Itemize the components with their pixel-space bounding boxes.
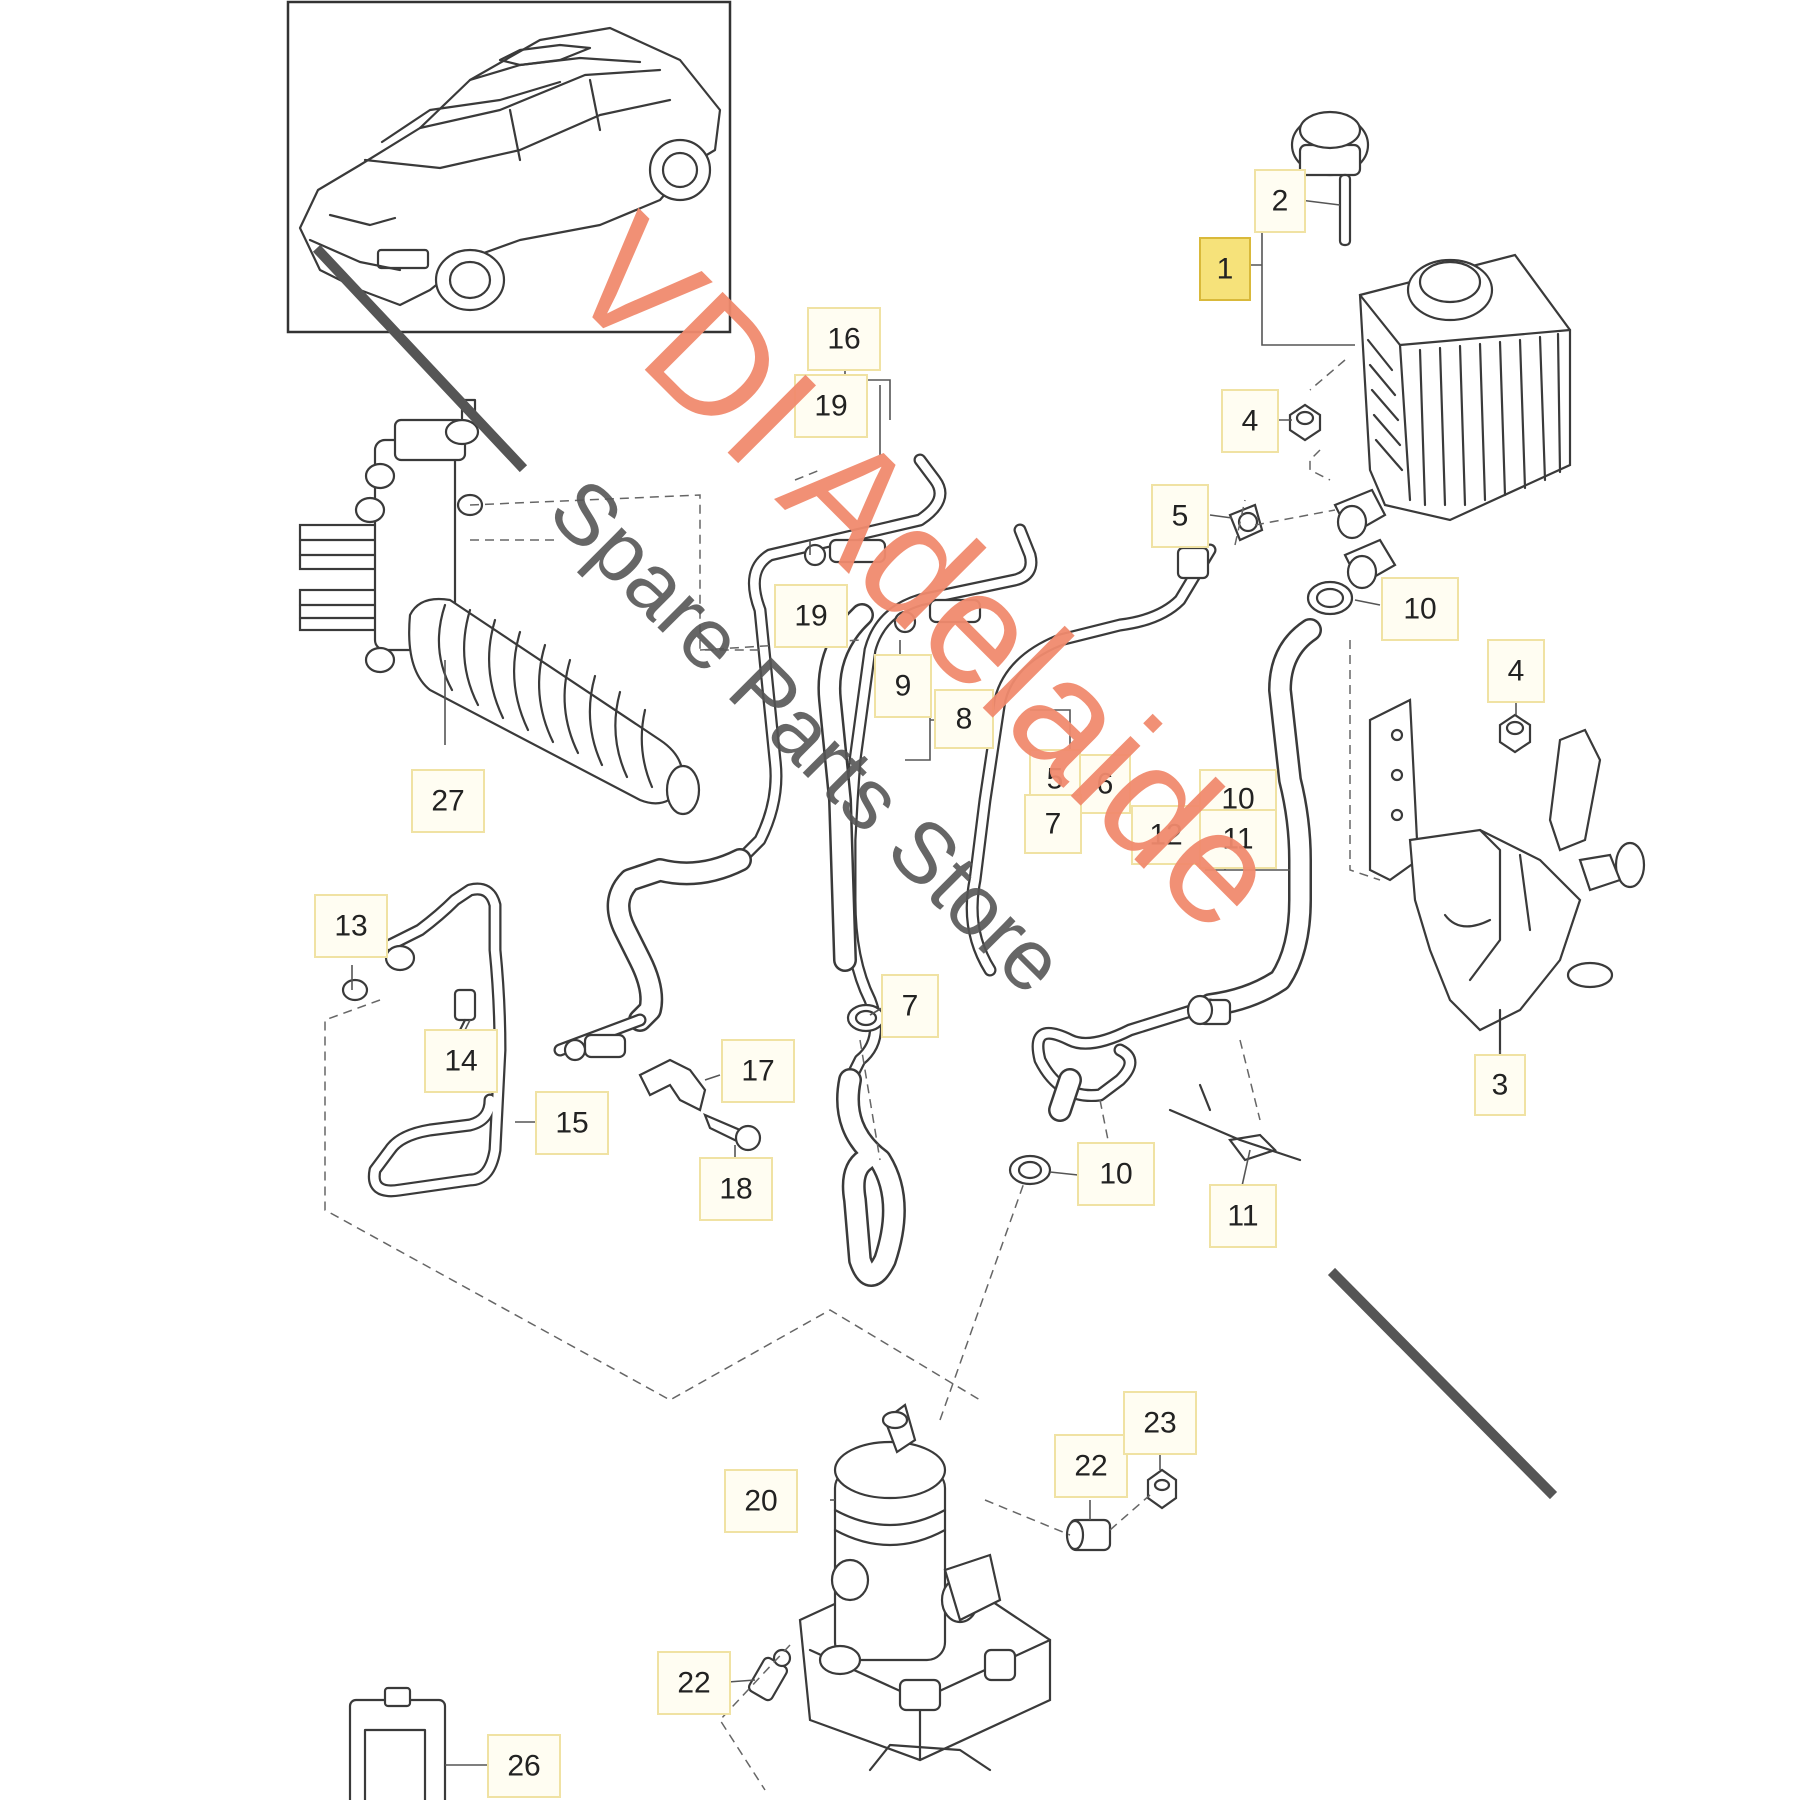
callout-17[interactable]: 17 (721, 1039, 795, 1103)
steering-rack (298, 398, 701, 816)
callout-15[interactable]: 15 (535, 1091, 609, 1155)
callout-3[interactable]: 3 (1474, 1054, 1526, 1116)
svg-text:23: 23 (1143, 1407, 1176, 1440)
nut-4-right (1498, 713, 1532, 754)
svg-text:10: 10 (1099, 1158, 1132, 1191)
svg-text:16: 16 (827, 323, 860, 356)
svg-text:12: 12 (1149, 819, 1182, 852)
svg-text:8: 8 (956, 703, 973, 736)
clamp-10-upper (1306, 580, 1354, 616)
svg-text:15: 15 (555, 1107, 588, 1140)
svg-text:5: 5 (1047, 763, 1064, 796)
svg-text:20: 20 (744, 1485, 777, 1518)
callout-10-lower[interactable]: 10 (1077, 1142, 1155, 1206)
callout-19-upper[interactable]: 19 (794, 374, 868, 438)
svg-text:2: 2 (1272, 185, 1289, 218)
callout-6[interactable]: 6 (1079, 754, 1131, 814)
svg-text:11: 11 (1222, 823, 1253, 856)
callout-5-upper[interactable]: 5 (1151, 484, 1209, 548)
callout-labels: 1 2 4 4 5 5 6 7 7 8 9 10 10 10 11 11 12 … (314, 169, 1545, 1798)
svg-text:10: 10 (1403, 593, 1436, 626)
callout-11-middle[interactable]: 11 (1199, 809, 1277, 869)
callout-16[interactable]: 16 (807, 307, 881, 371)
svg-text:5: 5 (1172, 500, 1189, 533)
svg-text:7: 7 (1045, 808, 1062, 841)
watermark-slash-left (312, 244, 528, 473)
mounting-bracket (1368, 698, 1646, 1082)
svg-text:26: 26 (507, 1750, 540, 1783)
callout-12[interactable]: 12 (1131, 805, 1201, 865)
callout-10-upper[interactable]: 10 (1381, 577, 1459, 641)
svg-text:13: 13 (334, 910, 367, 943)
callout-1[interactable]: 1 (1199, 237, 1251, 301)
svg-text:11: 11 (1227, 1200, 1258, 1233)
svg-text:27: 27 (431, 785, 464, 818)
callout-27[interactable]: 27 (411, 769, 485, 833)
callout-22-upper[interactable]: 22 (1054, 1434, 1128, 1498)
callout-22-lower[interactable]: 22 (657, 1651, 731, 1715)
callout-2[interactable]: 2 (1254, 169, 1306, 233)
callout-9[interactable]: 9 (874, 654, 932, 718)
clip-5 (1228, 503, 1264, 542)
fittings (341, 538, 1302, 1186)
svg-text:9: 9 (895, 670, 912, 703)
fluid-reservoir (1290, 110, 1572, 590)
callout-11-lower[interactable]: 11 (1209, 1184, 1277, 1248)
svg-text:4: 4 (1242, 405, 1259, 438)
nut-23 (1146, 1468, 1178, 1510)
callout-20[interactable]: 20 (724, 1469, 798, 1533)
svg-text:3: 3 (1492, 1069, 1509, 1102)
callout-26[interactable]: 26 (487, 1734, 561, 1798)
svg-text:14: 14 (444, 1045, 477, 1078)
callout-23[interactable]: 23 (1123, 1391, 1197, 1455)
svg-text:17: 17 (741, 1055, 774, 1088)
svg-text:7: 7 (902, 990, 919, 1023)
callout-13[interactable]: 13 (314, 894, 388, 958)
fluid-container-26 (348, 1686, 447, 1800)
svg-text:22: 22 (677, 1667, 710, 1700)
callout-7-middle[interactable]: 7 (1024, 794, 1082, 854)
svg-text:19: 19 (794, 600, 827, 633)
nut-4-upper (1288, 403, 1322, 442)
svg-text:1: 1 (1217, 253, 1234, 286)
vehicle-thumbnail (286, 0, 732, 334)
watermark-slash-right (1327, 1267, 1558, 1500)
callout-18[interactable]: 18 (699, 1157, 773, 1221)
svg-text:18: 18 (719, 1173, 752, 1206)
callout-4-upper[interactable]: 4 (1221, 389, 1279, 453)
callout-14[interactable]: 14 (424, 1029, 498, 1093)
svg-text:19: 19 (814, 390, 847, 423)
power-steering-pump (798, 1403, 1052, 1772)
bushing-22-upper (1065, 1518, 1112, 1552)
svg-text:4: 4 (1508, 655, 1525, 688)
callout-4-right[interactable]: 4 (1487, 639, 1545, 703)
svg-text:22: 22 (1074, 1450, 1107, 1483)
callout-19-lower[interactable]: 19 (774, 584, 848, 648)
callout-8[interactable]: 8 (934, 689, 994, 749)
svg-text:6: 6 (1097, 768, 1114, 801)
sensor-22-lower (747, 1648, 792, 1702)
callout-7-lower[interactable]: 7 (881, 974, 939, 1038)
